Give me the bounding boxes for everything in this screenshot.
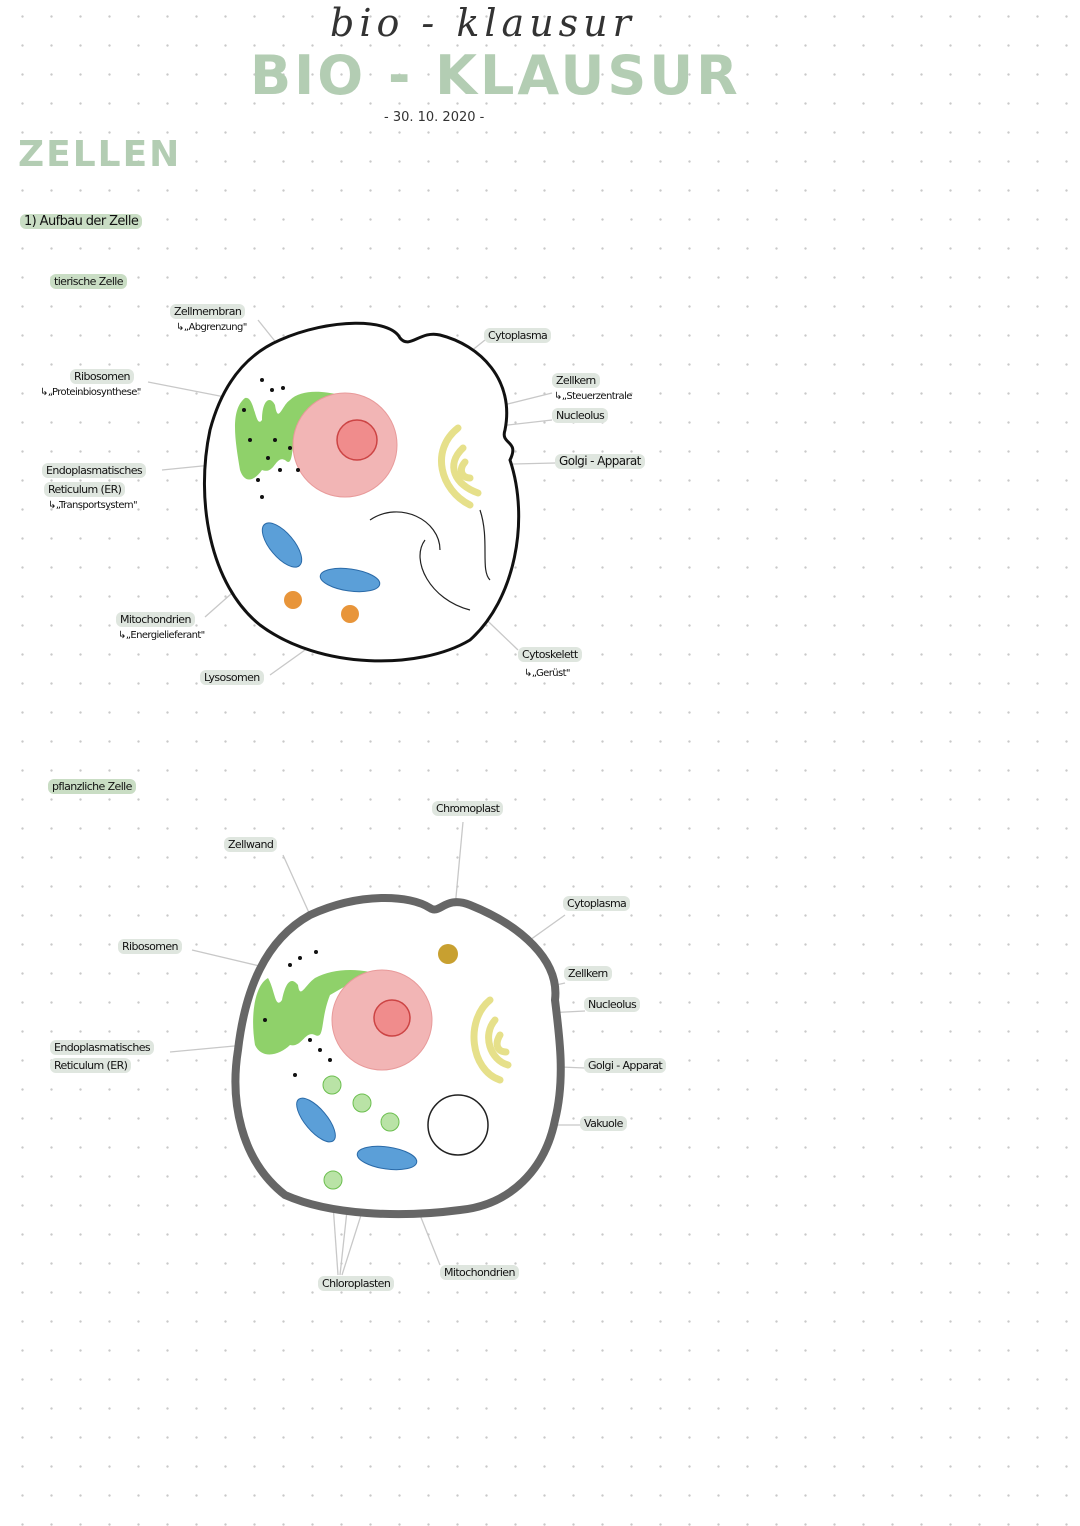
nucleolus — [373, 999, 411, 1037]
er-shape — [253, 970, 370, 1055]
vacuole — [427, 1094, 489, 1156]
label-er-1: Endoplasmatisches — [42, 463, 147, 478]
label-er-2-plant: Reticulum (ER) — [50, 1058, 132, 1073]
label-cytoplasma-plant: Cytoplasma — [563, 896, 631, 911]
label-mito: Mitochondrien — [116, 612, 195, 627]
er-shape — [235, 391, 340, 480]
label-chromoplast: Chromoplast — [432, 801, 504, 816]
nucleolus — [336, 419, 378, 461]
label-lyso: Lysosomen — [200, 670, 264, 685]
golgi — [438, 424, 482, 509]
label-mito-plant: Mitochondrien — [440, 1265, 519, 1280]
label-mito-note: ↳„Energielieferant" — [118, 630, 205, 641]
label-er-1-plant: Endoplasmatisches — [50, 1040, 155, 1055]
ribosomes — [242, 378, 300, 499]
label-nucleus: Zellkern — [552, 373, 600, 388]
date: - 30. 10. 2020 - — [384, 110, 485, 125]
plant-cell-heading: pflanzliche Zelle — [48, 779, 136, 794]
ribosomes — [263, 950, 332, 1077]
title-block-letters: BIO - KLAUSUR — [250, 44, 741, 107]
label-nucleus-plant: Zellkern — [564, 966, 612, 981]
label-er-2: Reticulum (ER) — [44, 482, 126, 497]
label-cytoskeleton: Cytoskelett — [518, 647, 582, 662]
label-cytoskeleton-note: ↳„Gerüst" — [524, 668, 570, 679]
mitochondrion — [356, 1145, 418, 1171]
label-nucleolus-plant: Nucleolus — [584, 997, 641, 1012]
label-ribosomes-plant: Ribosomen — [118, 939, 182, 954]
cytoskeleton — [369, 509, 491, 611]
label-ribosomes-note: ↳„Proteinbiosynthese" — [40, 387, 141, 398]
label-vacuole: Vakuole — [580, 1116, 627, 1131]
label-membrane: Zellmembran — [170, 304, 246, 319]
lysosome — [341, 605, 359, 623]
golgi — [470, 996, 512, 1084]
label-cytoplasma: Cytoplasma — [484, 328, 552, 343]
mitochondrion — [261, 522, 303, 568]
label-golgi: Golgi - Apparat — [555, 454, 645, 469]
mitochondrion — [319, 567, 381, 593]
label-golgi-plant: Golgi - Apparat — [584, 1058, 667, 1073]
label-nucleolus: Nucleolus — [552, 408, 609, 423]
lysosome — [284, 591, 302, 609]
label-cellwall: Zellwand — [224, 837, 278, 852]
label-er-note: ↳„Transportsystem" — [48, 500, 138, 511]
chromoplast — [438, 944, 458, 964]
mitochondrion — [296, 1097, 336, 1143]
label-ribosomes: Ribosomen — [70, 369, 134, 384]
animal-cell — [202, 321, 521, 663]
animal-cell-heading: tierische Zelle — [50, 274, 127, 289]
title-script: bio - klausur — [330, 1, 636, 45]
plant-cell — [231, 894, 565, 1219]
subsection-title: 1) Aufbau der Zelle — [20, 214, 143, 229]
section-title: ZELLEN — [18, 134, 182, 175]
label-membrane-note: ↳„Abgrenzung" — [176, 322, 247, 333]
chloroplasts — [322, 1075, 400, 1190]
label-chloroplasts: Chloroplasten — [318, 1276, 395, 1291]
label-nucleus-note: ↳„Steuerzentrale — [554, 391, 632, 402]
